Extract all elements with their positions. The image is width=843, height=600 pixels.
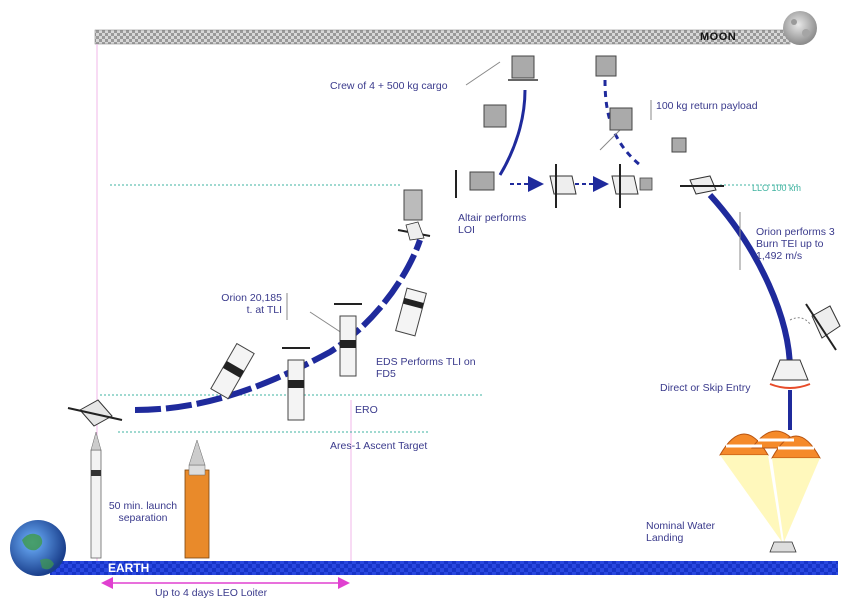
orion-llo (549, 164, 577, 208)
orion-mass-label: Orion 20,185 t. at TLI (221, 292, 282, 316)
launch-separation-label: 50 min. launch separation (108, 500, 178, 524)
ascent-module-top (595, 55, 617, 77)
ascent-module-small (671, 137, 687, 153)
earth-bar (50, 561, 838, 575)
ares-target-label: Ares-1 Ascent Target (330, 440, 428, 452)
orion-capsule-leo (67, 399, 123, 427)
ares-5-rocket (184, 439, 210, 559)
landing-label: Nominal Water Landing (646, 520, 716, 544)
return-trajectory (707, 192, 793, 371)
altair-orion-stack (397, 189, 431, 241)
llo-label: LLO 100 km (752, 183, 802, 193)
moon-icon (783, 11, 817, 45)
orion-return (805, 303, 841, 351)
moon-bar (94, 29, 791, 45)
eds-stage-1 (210, 342, 255, 400)
outbound-trajectory (134, 239, 423, 413)
ascent-module-mid (609, 107, 633, 131)
eds-stage-2 (282, 347, 310, 421)
moon-label: MOON (700, 31, 737, 43)
parachutes (719, 430, 821, 553)
entry-label: Direct or Skip Entry (660, 382, 751, 394)
ero-label: ERO (355, 404, 378, 416)
eds-spent-stage (395, 287, 427, 337)
ares-1-rocket (90, 431, 102, 559)
loiter-label: Up to 4 days LEO Loiter (155, 587, 268, 599)
return-payload-label: 100 kg return payload (656, 100, 758, 112)
lunar-descent-trajectory (498, 89, 527, 176)
entry-capsule (769, 359, 811, 389)
eds-tli-label: EDS Performs TLI on FD5 (376, 356, 476, 380)
altair-lander-top (508, 55, 538, 81)
altair-lander-descent (483, 104, 507, 128)
eds-stage-3 (334, 303, 362, 377)
orion-tei (680, 175, 724, 195)
orion-tei-label: Orion performs 3 Burn TEI up to 1,492 m/… (756, 226, 835, 262)
orion-docking (611, 164, 653, 208)
llo-stack-1 (455, 170, 495, 198)
altair-loi-label: Altair performs LOI (458, 212, 527, 236)
crew-cargo-label: Crew of 4 + 500 kg cargo (330, 80, 448, 92)
earth-label: EARTH (108, 561, 150, 575)
